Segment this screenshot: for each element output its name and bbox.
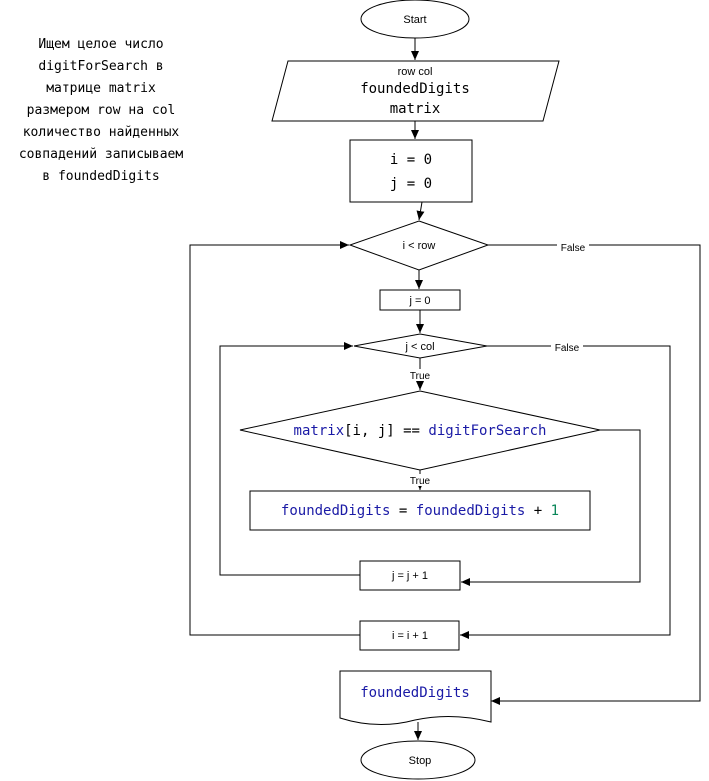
- increment-found-number: 1: [551, 503, 559, 519]
- init-line-2: j = 0: [390, 176, 432, 192]
- init-line-1: i = 0: [390, 152, 432, 168]
- cond-match-var: matrix: [294, 423, 345, 439]
- inc-i-label: i = i + 1: [392, 630, 428, 642]
- node-stop: Stop: [360, 740, 476, 780]
- description-note: Ищем целое число digitForSearch в матриц…: [18, 37, 184, 184]
- increment-found-lhs: foundedDigits: [281, 503, 391, 519]
- node-cond-j: j < col: [353, 333, 488, 359]
- node-inc-i: i = i + 1: [359, 620, 460, 651]
- edge-match-false-to-inc-j: [461, 429, 641, 586]
- edge-init-to-cond-i: [416, 201, 425, 221]
- increment-found-assign: =: [390, 503, 415, 519]
- increment-found-expression: foundedDigits = foundedDigits + 1: [281, 503, 559, 519]
- input-line-3: matrix: [390, 101, 441, 117]
- inc-j-label: j = j + 1: [391, 570, 428, 582]
- node-cond-i: i < row: [348, 220, 490, 271]
- node-cond-match: matrix[i, j] == digitForSearch: [239, 390, 601, 471]
- edge-label-cond-i-false: False: [561, 243, 586, 254]
- increment-found-rhs: foundedDigits: [416, 503, 526, 519]
- output-label: foundedDigits: [360, 685, 470, 701]
- node-start: Start: [360, 0, 470, 39]
- edge-cond-i-false-to-output: [488, 244, 701, 705]
- edge-label-cond-match-true: True: [410, 476, 431, 487]
- cond-j-label: j < col: [404, 341, 434, 353]
- input-line-2: foundedDigits: [360, 81, 470, 97]
- reset-j-label: j = 0: [408, 295, 430, 307]
- edge-label-cond-j-true: True: [410, 371, 431, 382]
- cond-match-operator: ==: [395, 423, 429, 439]
- edge-inc-j-loop-back: [219, 342, 360, 576]
- node-inc-j: j = j + 1: [359, 560, 461, 591]
- node-output: foundedDigits: [339, 670, 492, 726]
- cond-match-expression: matrix[i, j] == digitForSearch: [294, 423, 547, 439]
- edge-inc-i-loop-back: [189, 241, 360, 636]
- start-label: Start: [403, 14, 426, 26]
- node-reset-j: j = 0: [379, 289, 461, 311]
- cond-match-rhs: digitForSearch: [428, 423, 546, 439]
- increment-found-plus: +: [525, 503, 550, 519]
- edge-labels: False True False True: [406, 241, 589, 487]
- cond-i-label: i < row: [403, 240, 436, 252]
- node-init: i = 0 j = 0: [349, 139, 473, 203]
- node-increment-found: foundedDigits = foundedDigits + 1: [249, 490, 591, 531]
- input-line-1: row col: [398, 66, 433, 78]
- cond-match-index: [i, j]: [344, 423, 395, 439]
- stop-label: Stop: [409, 755, 432, 767]
- node-input: row col foundedDigits matrix: [271, 60, 560, 122]
- edge-label-cond-j-false: False: [555, 343, 580, 354]
